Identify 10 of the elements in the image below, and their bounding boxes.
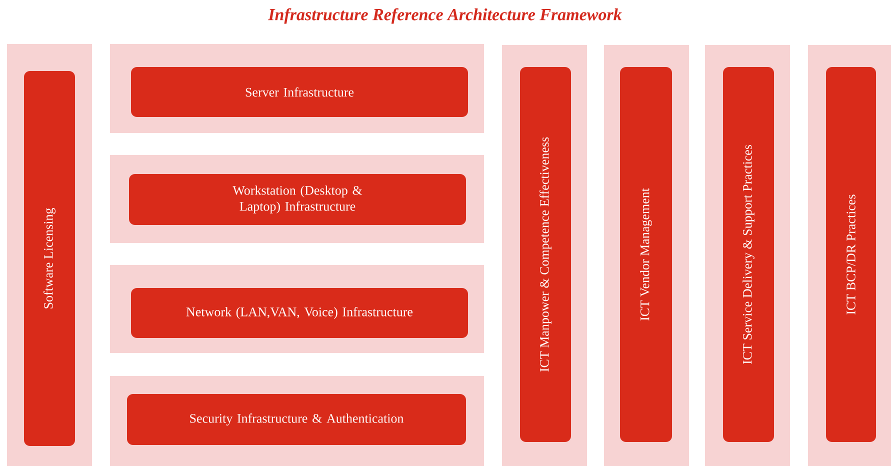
label-box: Server Infrastructure	[131, 67, 468, 117]
title: Infrastructure Reference Architecture Framework	[268, 8, 622, 24]
label-box: ICT BCP/DR Practices	[826, 67, 876, 442]
label-box: Security Infrastructure & Authentication	[127, 394, 466, 445]
label-box: Workstation (Desktop & Laptop) Infrastructure	[129, 174, 466, 225]
label-box: ICT Vendor Management	[620, 67, 672, 442]
label-box: ICT Service Delivery & Support Practices	[723, 67, 774, 442]
label-box: ICT Manpower & Competence Effectiveness	[520, 67, 571, 442]
label-box: Software Licensing	[24, 71, 75, 446]
label-box: Network (LAN,VAN, Voice) Infrastructure	[131, 288, 468, 338]
